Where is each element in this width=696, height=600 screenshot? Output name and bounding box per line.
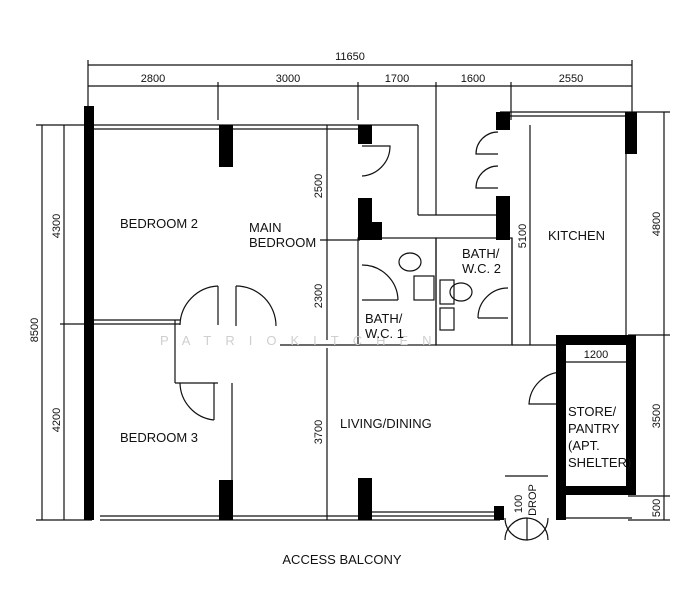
dimension-labels: 11650 2800 3000 1700 1600 2550 8500 4300… [29,51,663,517]
main-bedroom-label-line1: MAIN [249,220,282,235]
drop-value-label: 100 [513,495,525,513]
store-width-label: 1200 [584,349,608,361]
structural-walls [84,106,637,520]
bath-2-label-line2: W.C. 2 [462,261,501,276]
segment-label-2: 3000 [276,73,300,85]
overall-width-label: 11650 [335,51,365,63]
room-labels: BEDROOM 2 MAIN BEDROOM BEDROOM 3 LIVING/… [120,216,631,470]
bath-1-label-line2: W.C. 1 [365,326,404,341]
bath-2-label-line1: BATH/ [462,246,500,261]
left-overall-label: 8500 [29,318,41,342]
bedroom-3-label: BEDROOM 3 [120,430,198,445]
kitchen-label: KITCHEN [548,228,605,243]
kitchen-depth-label: 5100 [517,224,529,248]
drop-label: DROP [527,484,539,516]
segment-label-3: 1700 [385,73,409,85]
main-bedroom-upper-label: 2500 [313,174,325,198]
main-bedroom-label-line2: BEDROOM [249,235,316,250]
fixtures [398,252,473,331]
store-label-line3: (APT. [568,438,600,453]
main-bedroom-lower-label: 2300 [313,284,325,308]
watermark: PATRIOKITCHEN [160,333,446,348]
segment-label-1: 2800 [141,73,165,85]
right-segment-label-1: 4800 [651,212,663,236]
bath-1-label-line1: BATH/ [365,311,403,326]
access-balcony-label: ACCESS BALCONY [282,552,402,567]
segment-label-5: 2550 [559,73,583,85]
left-segment-label-2: 4200 [51,408,63,432]
interior-lines [92,111,632,521]
door-swings [179,131,564,541]
right-segment-label-3: 500 [651,499,663,517]
dimension-lines [36,60,670,521]
left-segment-label-1: 4300 [51,214,63,238]
living-depth-label: 3700 [313,420,325,444]
living-dining-label: LIVING/DINING [340,416,432,431]
store-label-line4: SHELTER) [568,455,631,470]
bedroom-2-label: BEDROOM 2 [120,216,198,231]
store-label-line2: PANTRY [568,421,620,436]
right-segment-label-2: 3500 [651,404,663,428]
segment-label-4: 1600 [461,73,485,85]
store-label-line1: STORE/ [568,404,617,419]
